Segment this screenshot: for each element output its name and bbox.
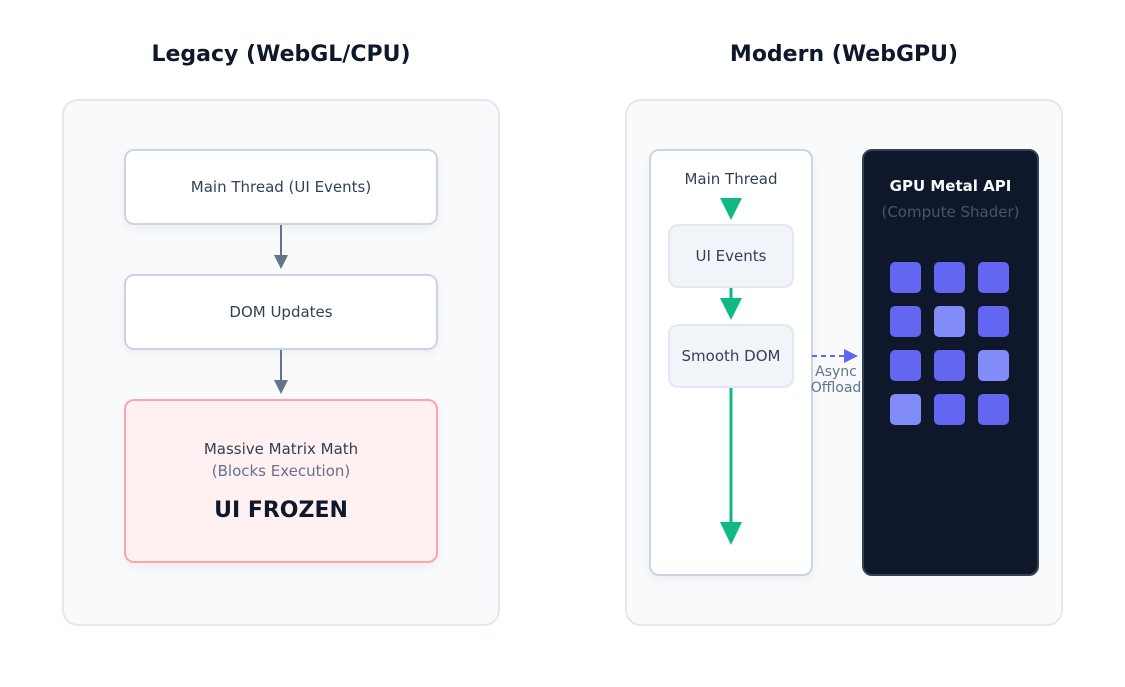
gpu-title: GPU Metal API — [889, 177, 1012, 195]
compute-cell-active — [890, 350, 921, 381]
matrix-math-label: Massive Matrix Math — [203, 439, 359, 458]
smooth-dom-label: Smooth DOM — [681, 347, 781, 365]
legacy-arrow-2 — [274, 350, 288, 394]
offload-label: Offload — [810, 380, 862, 396]
legacy-arrow-1 — [274, 225, 288, 269]
ui-frozen-status: UI FROZEN — [214, 497, 348, 523]
compute-cell-active — [978, 306, 1009, 337]
arrow-head-icon — [720, 522, 742, 545]
blocks-execution-label: (Blocks Execution) — [211, 461, 351, 480]
arrow-head-icon — [844, 349, 858, 363]
modern-arrow-1 — [720, 198, 742, 220]
legacy-dom-updates-box: DOM Updates — [124, 274, 438, 350]
modern-smooth-dom-box: Smooth DOM — [668, 324, 794, 388]
compute-cell-active — [934, 262, 965, 293]
compute-cell-active — [934, 350, 965, 381]
arrow-head-icon — [274, 380, 288, 394]
compute-cell-active — [978, 394, 1009, 425]
modern-ui-events-box: UI Events — [668, 224, 794, 288]
arrow-head-icon — [274, 255, 288, 269]
async-offload-label: Async Offload — [800, 364, 872, 396]
compute-cell-active — [890, 262, 921, 293]
modern-arrow-2 — [720, 288, 742, 320]
async-label: Async — [815, 364, 857, 380]
compute-cell-active — [978, 262, 1009, 293]
compute-cell-idle — [890, 394, 921, 425]
compute-cell-idle — [934, 306, 965, 337]
compute-cell-idle — [978, 350, 1009, 381]
legacy-matrix-math-box: Massive Matrix Math (Blocks Execution) U… — [124, 399, 438, 563]
async-offload-arrow — [812, 349, 858, 363]
legacy-dom-updates-label: DOM Updates — [229, 303, 333, 321]
ui-events-label: UI Events — [695, 247, 767, 265]
modern-main-thread-label: Main Thread — [684, 170, 778, 188]
arrow-head-icon — [720, 198, 742, 220]
gpu-subtitle: (Compute Shader) — [881, 203, 1020, 221]
arrow-head-icon — [720, 298, 742, 320]
legacy-main-thread-box: Main Thread (UI Events) — [124, 149, 438, 225]
modern-title: Modern (WebGPU) — [729, 42, 959, 67]
legacy-title: Legacy (WebGL/CPU) — [151, 42, 411, 67]
compute-cell-active — [934, 394, 965, 425]
modern-arrow-3 — [720, 388, 742, 545]
compute-cell-active — [890, 306, 921, 337]
legacy-main-thread-label: Main Thread (UI Events) — [190, 178, 372, 196]
